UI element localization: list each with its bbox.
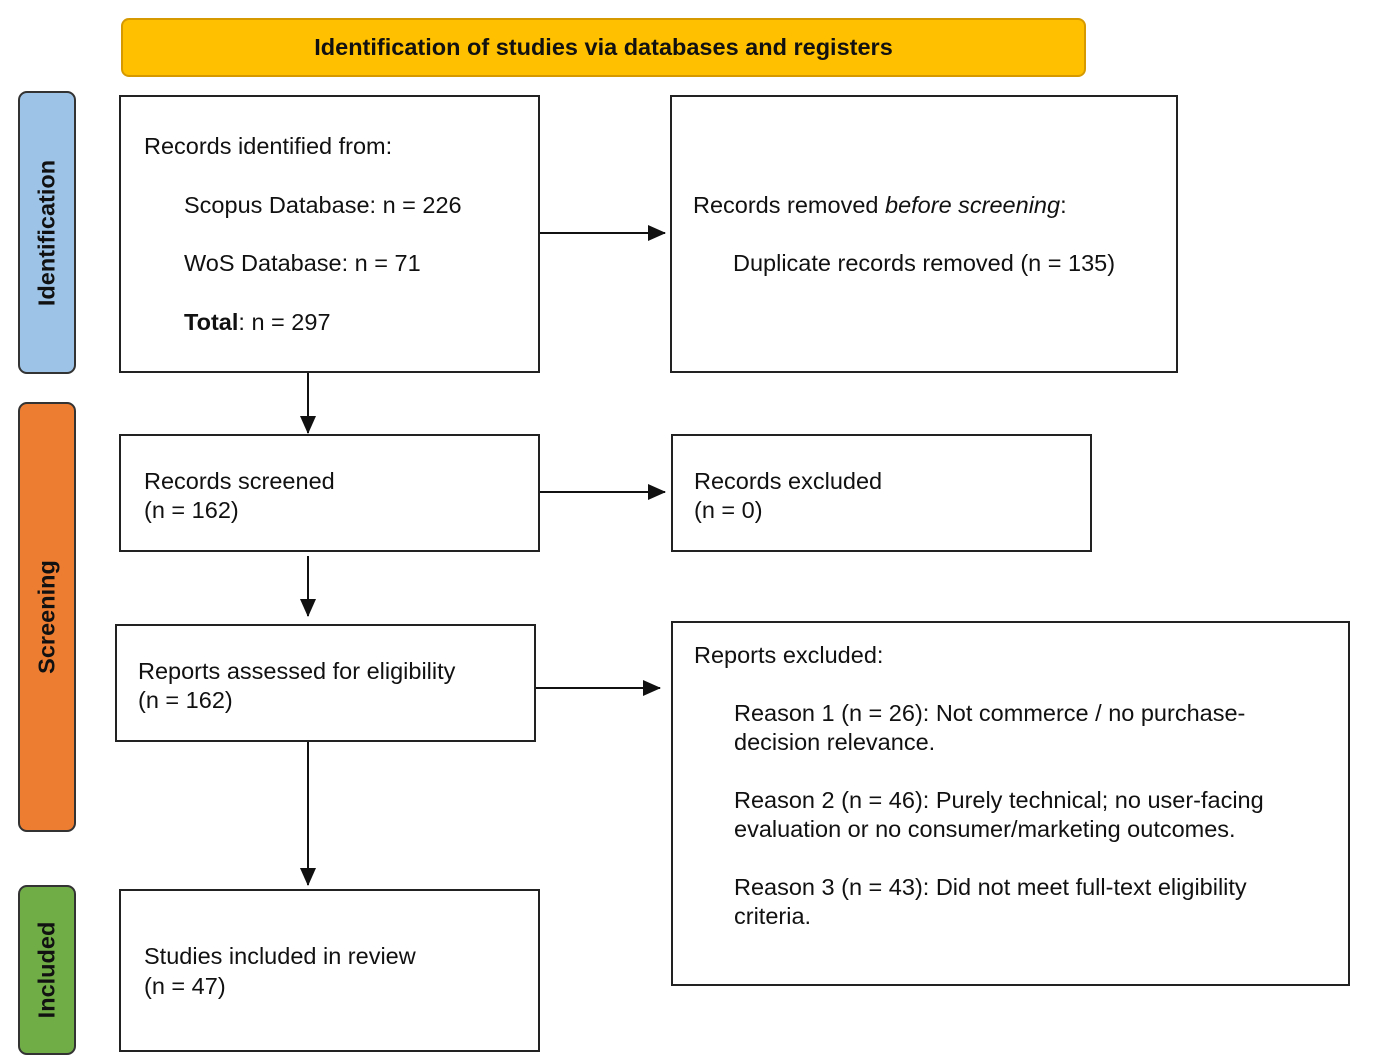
studies-included-count: (n = 47) [144,973,226,999]
records-excluded-box: Records excluded (n = 0) [671,434,1092,552]
studies-included-box: Studies included in review (n = 47) [119,889,540,1052]
header-title: Identification of studies via databases … [314,34,893,60]
total-value: : n = 297 [238,309,331,335]
records-removed-box: Records removed before screening: Duplic… [670,95,1178,373]
duplicates-removed: Duplicate records removed (n = 135) [733,250,1116,276]
records-screened-count: (n = 162) [144,497,239,523]
records-removed-title: Records removed before screening: [693,191,1067,220]
wos-count: WoS Database: n = 71 [184,250,421,276]
records-excluded-title: Records excluded [694,468,883,494]
reports-assessed-title: Reports assessed for eligibility [138,658,456,684]
records-screened-box: Records screened (n = 162) [119,434,540,552]
reason3-line2: criteria. [734,903,812,929]
stage-identification: Identification [18,91,76,374]
studies-included-title: Studies included in review [144,943,416,969]
reports-excluded-title: Reports excluded: [694,642,884,668]
records-screened-title: Records screened [144,468,335,494]
records-identified-box: Records identified from: Scopus Database… [119,95,540,373]
reports-excluded-box: Reports excluded: Reason 1 (n = 26): Not… [671,621,1350,986]
reports-assessed-box: Reports assessed for eligibility (n = 16… [115,624,536,742]
records-excluded-count: (n = 0) [694,497,763,523]
removed-title-prefix: Records removed [693,192,885,218]
reason2-line1: Reason 2 (n = 46): Purely technical; no … [734,787,1264,813]
removed-title-italic: before screening [885,192,1061,218]
reason1-line1: Reason 1 (n = 26): Not commerce / no pur… [734,700,1246,726]
reason2-line2: evaluation or no consumer/marketing outc… [734,816,1236,842]
reports-assessed-count: (n = 162) [138,687,233,713]
total-label: Total [184,309,239,335]
reason1-line2: decision relevance. [734,729,936,755]
reason3-line1: Reason 3 (n = 43): Did not meet full-tex… [734,874,1247,900]
scopus-count: Scopus Database: n = 226 [184,192,462,218]
total-count: Total: n = 297 [184,308,331,337]
stage-included: Included [18,885,76,1055]
stage-screening: Screening [18,402,76,832]
removed-title-suffix: : [1060,192,1067,218]
header-banner: Identification of studies via databases … [121,18,1086,77]
records-identified-title: Records identified from: [144,133,393,159]
